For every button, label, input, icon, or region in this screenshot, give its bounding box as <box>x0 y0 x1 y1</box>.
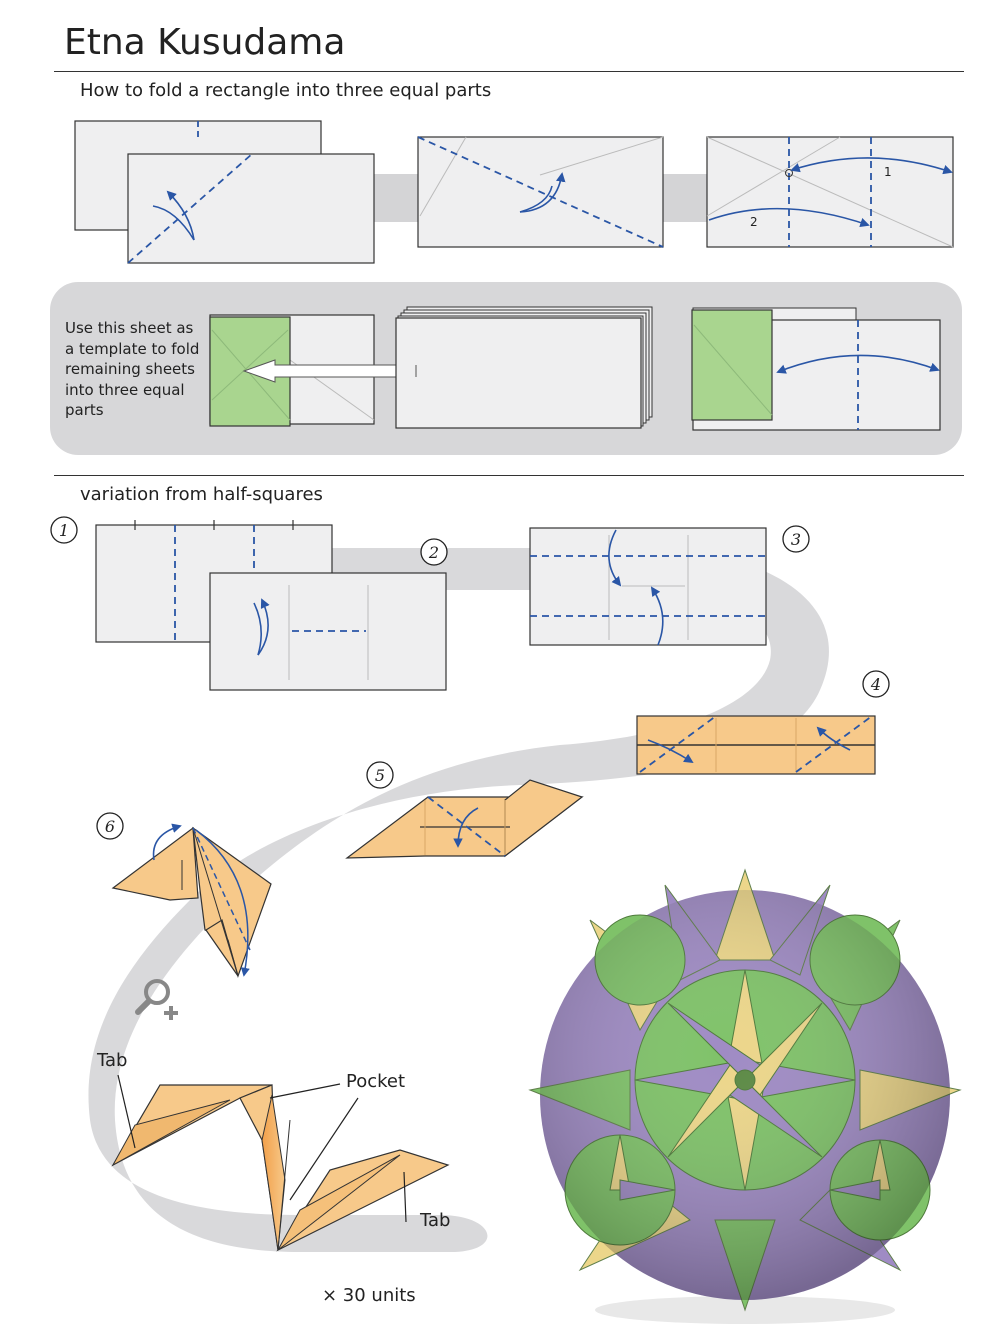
zoom-in-icon <box>135 979 178 1020</box>
pocket-label: Pocket <box>346 1071 406 1092</box>
variation-step-4 <box>636 715 876 775</box>
step-mark-1: 1 <box>884 165 892 179</box>
step-numbers: 1 2 3 4 5 6 <box>50 516 890 840</box>
template-diagrams <box>209 306 941 431</box>
variation-step-3 <box>529 527 767 646</box>
page-title: Etna Kusudama <box>64 22 346 63</box>
thirds-step-a <box>74 120 375 264</box>
section-divider <box>54 475 964 476</box>
kusudama-photo <box>528 868 962 1324</box>
thirds-step-c: 1 2 <box>706 136 954 248</box>
connector-band <box>662 174 708 222</box>
step-number-5: 5 <box>375 766 385 785</box>
variation-step-6 <box>111 823 272 978</box>
step-number-4: 4 <box>870 675 881 694</box>
variation-step-2 <box>209 572 447 691</box>
connector-band <box>374 174 419 222</box>
step-number-6: 6 <box>105 817 115 836</box>
unit-count: × 30 units <box>322 1285 416 1306</box>
variation-heading: variation from half-squares <box>80 484 323 505</box>
thirds-heading: How to fold a rectangle into three equal… <box>80 80 492 101</box>
step-number-1: 1 <box>59 521 69 540</box>
step-number-3: 3 <box>791 530 801 549</box>
variation-step-5 <box>345 779 584 859</box>
finished-unit <box>111 1074 450 1252</box>
step-mark-2: 2 <box>750 215 758 229</box>
step-number-2: 2 <box>428 543 439 562</box>
title-divider <box>54 71 964 72</box>
template-instruction: Use this sheet as a template to fold rem… <box>65 319 200 419</box>
tab-label-left: Tab <box>97 1050 128 1071</box>
thirds-diagrams: 1 2 <box>74 120 954 264</box>
thirds-step-b <box>417 136 664 248</box>
tab-label-right: Tab <box>420 1210 451 1231</box>
arrow-left-icon <box>242 359 417 383</box>
